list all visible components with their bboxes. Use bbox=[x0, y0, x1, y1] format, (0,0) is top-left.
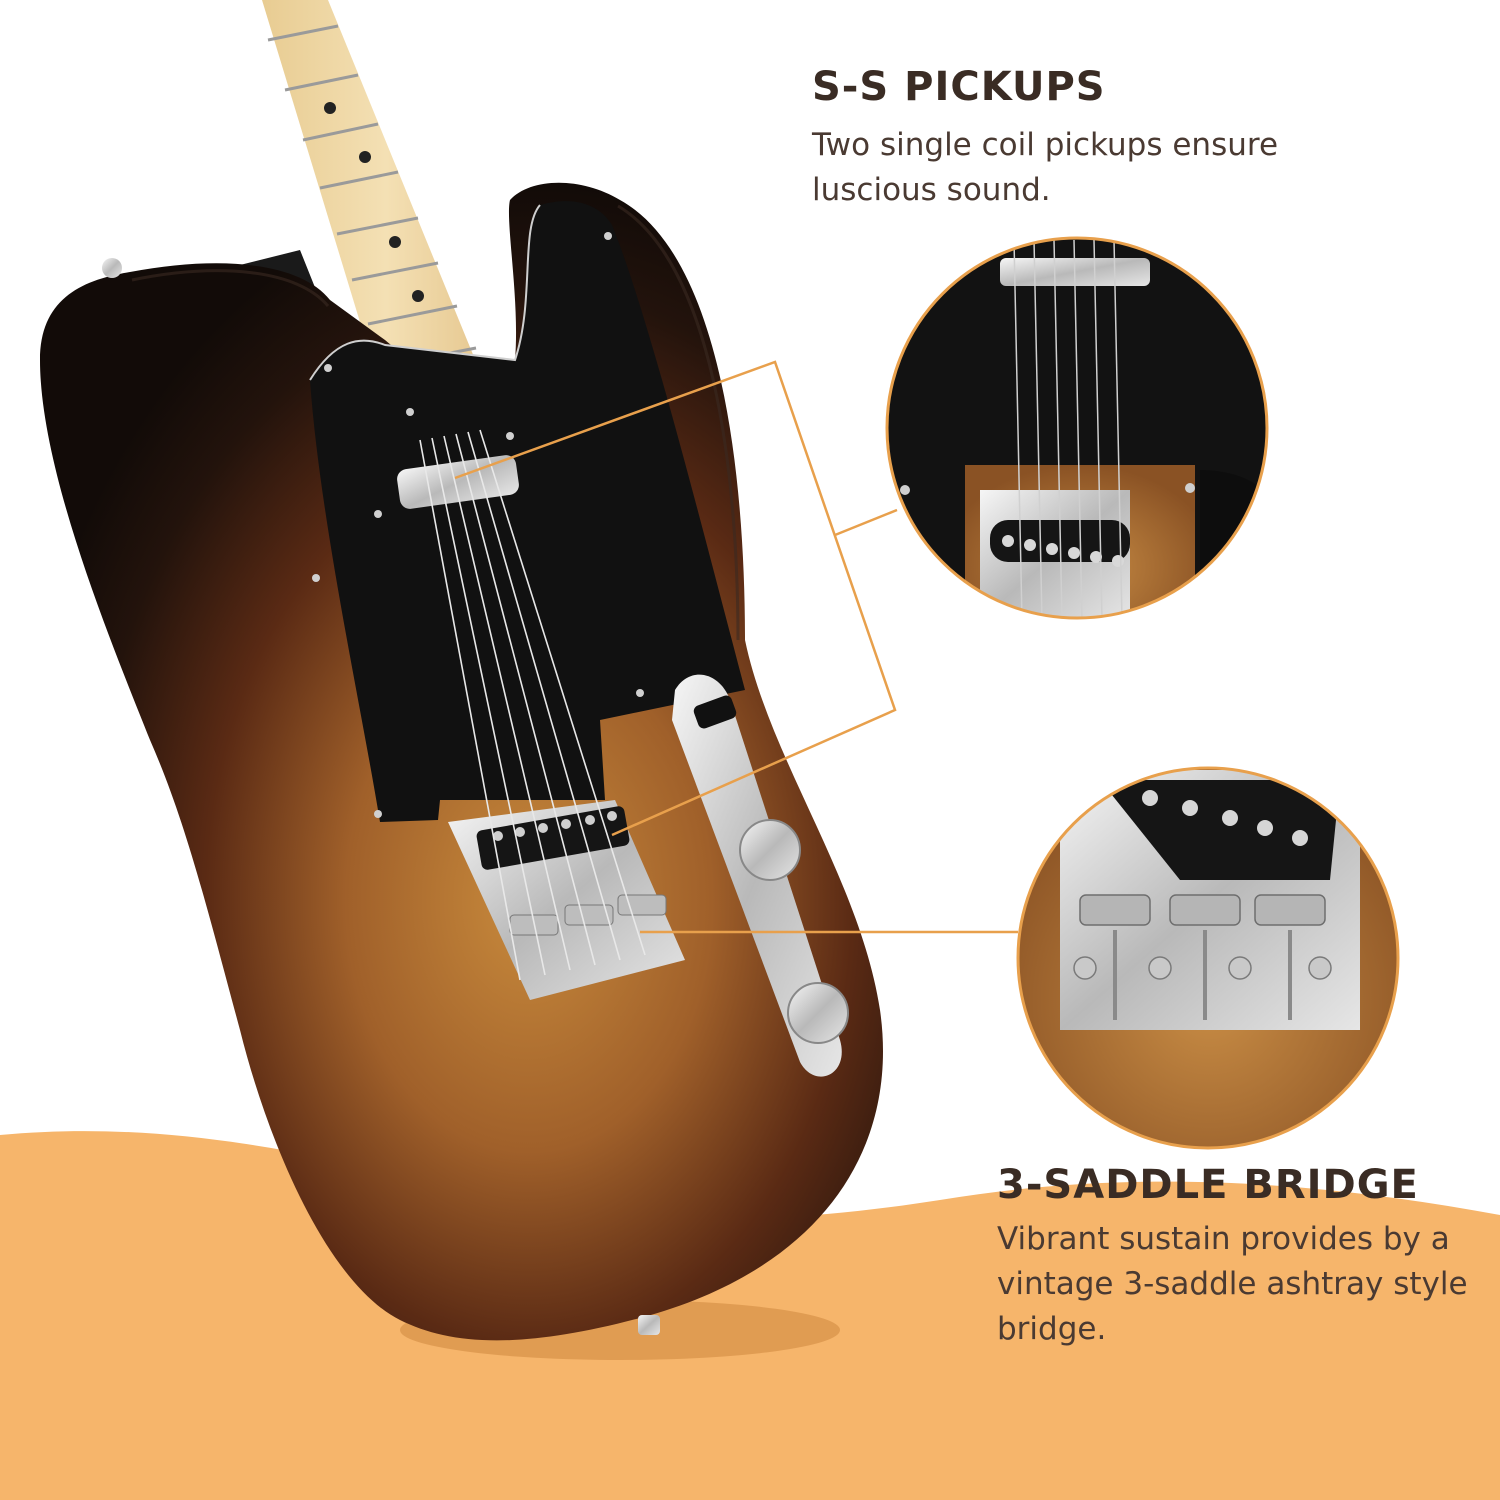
bridge-description: Vibrant sustain provides by a vintage 3-… bbox=[997, 1221, 1468, 1347]
control-plate bbox=[672, 674, 849, 1077]
pickups-description: Two single coil pickups ensure luscious … bbox=[812, 127, 1279, 208]
guitar-strings bbox=[419, 429, 646, 981]
neck-pickup bbox=[397, 455, 519, 509]
callout-lines bbox=[454, 360, 1018, 934]
pickguard bbox=[310, 201, 745, 822]
body-binding bbox=[131, 204, 740, 641]
strap-button-bottom bbox=[638, 1315, 660, 1335]
bridge-zoom-circle bbox=[1016, 766, 1400, 1150]
pickups-title: S-S PICKUPS bbox=[812, 64, 1106, 110]
pickup-zoom-circle bbox=[885, 236, 1269, 620]
bridge-title: 3-SADDLE BRIDGE bbox=[997, 1162, 1419, 1208]
bridge-plate bbox=[448, 800, 685, 1000]
strap-button bbox=[102, 258, 122, 278]
